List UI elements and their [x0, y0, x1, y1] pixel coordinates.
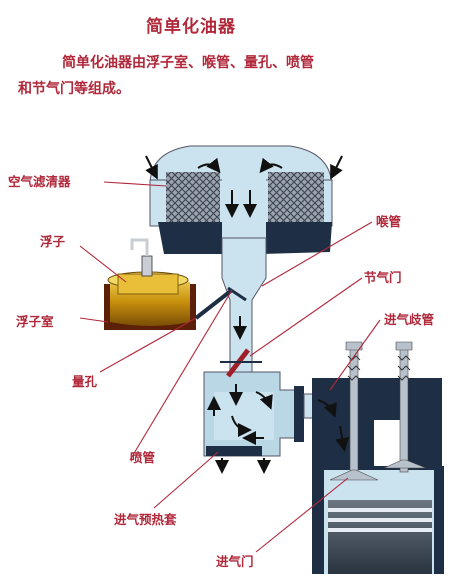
- filter-mesh-left: [166, 172, 220, 222]
- label-throttle: 节气门: [364, 270, 402, 285]
- page-title: 简单化油器: [146, 17, 236, 37]
- fuel-line: [194, 288, 234, 320]
- label-air-filter: 空气滤清器: [8, 174, 71, 189]
- label-intake-preheat: 进气预热套: [114, 512, 177, 527]
- label-nozzle: 喷管: [130, 450, 155, 465]
- label-throat: 喉管: [376, 214, 401, 229]
- carburetor-body: [203, 237, 304, 457]
- label-float-chamber: 浮子室: [16, 314, 54, 329]
- label-float: 浮子: [40, 234, 66, 249]
- intake-valve: [329, 341, 379, 481]
- float-chamber: [104, 238, 234, 330]
- float: [117, 273, 179, 295]
- piston: [328, 500, 432, 574]
- label-metering-jet: 量孔: [72, 374, 98, 389]
- leader-lines: [79, 181, 381, 553]
- exhaust-valve: [383, 341, 427, 473]
- label-intake-valve: 进气门: [216, 554, 254, 569]
- description-line-1: 简单化油器由浮子室、喉管、量孔、喷管: [62, 55, 314, 71]
- flange: [294, 386, 304, 442]
- airflow-arrows: [145, 155, 350, 474]
- filter-mesh-right: [268, 172, 324, 222]
- needle-valve: [141, 255, 153, 277]
- description-line-2: 和节气门等组成。: [18, 81, 130, 97]
- label-intake-manifold: 进气歧管: [384, 312, 434, 327]
- engine-cylinder: [312, 378, 444, 574]
- nozzle-tube: [227, 286, 247, 302]
